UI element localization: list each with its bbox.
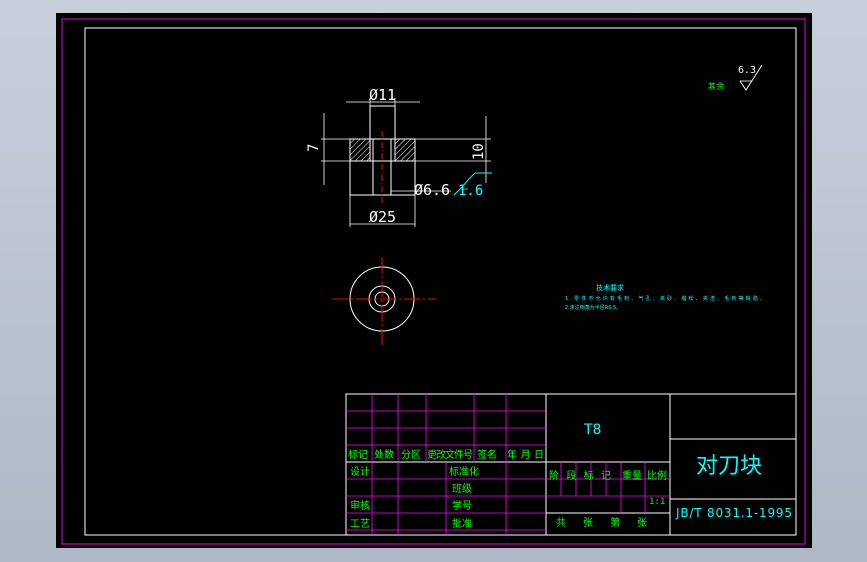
dim-bottom-diameter: Ø25	[369, 208, 396, 226]
hatch-left	[349, 138, 371, 162]
role-approve: 批准	[452, 517, 472, 530]
roughness-general-label: 其余	[708, 81, 724, 91]
sheet-sheet-label: 张	[637, 517, 647, 529]
role-class: 班级	[452, 483, 472, 495]
sheet-sheets-label: 张	[583, 517, 593, 529]
roughness-general-value: 6.3	[738, 65, 756, 76]
sheet-no-label: 第	[610, 516, 620, 529]
header-mark: 标记	[348, 449, 368, 461]
tech-requirements-line-2: 2.未注倒角为半径R0.5。	[565, 304, 621, 311]
weight-label: 重量	[622, 469, 642, 482]
material-text[interactable]: T8	[583, 422, 601, 438]
roughness-symbol-general	[739, 64, 763, 91]
dim-top-diameter: Ø11	[369, 86, 396, 104]
header-date: 年月日	[507, 448, 544, 461]
roughness-hole-value: 1.6	[458, 183, 483, 199]
front-view[interactable]: Ø11 7 10 Ø6.6 1.6	[306, 86, 492, 227]
revision-grid	[346, 394, 670, 535]
outer-frame	[61, 18, 806, 545]
roughness-general: 6.3 其余	[708, 64, 763, 91]
role-design: 设计	[350, 465, 370, 478]
title-block[interactable]: 标记 处数 分区 更改文件号 签名 年月日 设计 标准化 班级 审核 学号 工艺…	[345, 393, 797, 536]
role-standardize: 标准化	[449, 465, 479, 478]
tech-requirements: 技术要求 1.零件不允许有毛刺、气孔、夹砂、缩松、夹渣、毛刺等缺陷。 2.未注倒…	[565, 283, 765, 311]
part-name[interactable]: 对刀块	[696, 454, 762, 479]
title-block-border	[345, 393, 797, 536]
header-change-doc: 更改文件号	[427, 448, 473, 461]
dim-hole-diameter: Ø6.6	[414, 181, 450, 199]
drawing-canvas[interactable]: Ø11 7 10 Ø6.6 1.6	[56, 13, 812, 548]
dim-height-left: 7	[306, 144, 322, 152]
scale-value[interactable]: 1:1	[649, 497, 665, 507]
dim-height-right: 10	[471, 143, 487, 160]
standard-number[interactable]: JB/T 8031.1-1995	[675, 506, 792, 520]
ratio-label: 比例	[647, 469, 667, 482]
role-process: 工艺	[350, 518, 370, 530]
top-view[interactable]	[332, 257, 436, 347]
stage-label: 阶 段 标 记	[549, 469, 611, 482]
role-student-id: 学号	[452, 499, 472, 512]
header-count: 处数	[374, 448, 394, 461]
drawing-viewport[interactable]: Ø11 7 10 Ø6.6 1.6	[56, 13, 812, 548]
tech-requirements-title: 技术要求	[596, 283, 624, 292]
sheet-total-label: 共	[556, 517, 566, 529]
roughness-symbol-hole	[453, 172, 492, 196]
hatch-right	[394, 138, 416, 162]
tech-requirements-line-1: 1.零件不允许有毛刺、气孔、夹砂、缩松、夹渣、毛刺等缺陷。	[565, 295, 765, 302]
header-zone: 分区	[401, 449, 421, 461]
role-review: 审核	[350, 499, 370, 512]
header-signature: 签名	[477, 448, 497, 461]
